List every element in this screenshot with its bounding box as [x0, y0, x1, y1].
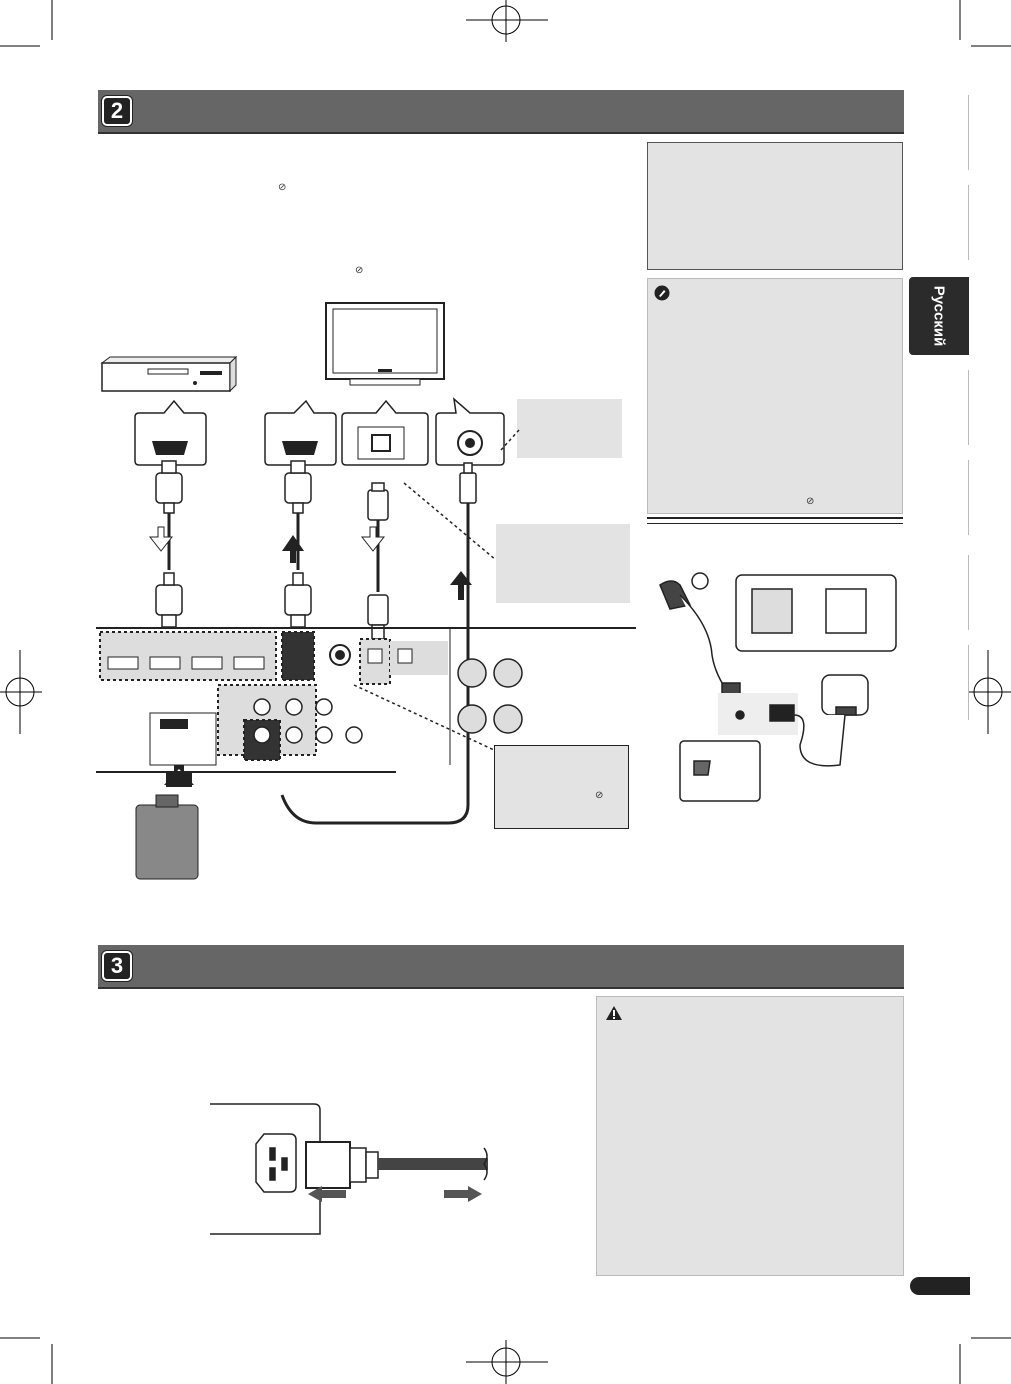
- ref-circle-icon: ⊘: [595, 790, 604, 801]
- step-number: 3: [102, 951, 132, 981]
- callout-box-optical: [496, 524, 630, 603]
- connection-diagram: [96, 302, 636, 880]
- tv-illustration: [325, 302, 445, 386]
- edge-index-line: [968, 95, 969, 170]
- note-box: ⊘: [647, 278, 903, 514]
- antenna-diagram: [659, 572, 897, 802]
- ref-circle-icon: ⊘: [355, 265, 364, 276]
- step-number: 2: [102, 96, 132, 126]
- warning-box: [596, 996, 904, 1276]
- language-tab: Русский: [909, 277, 969, 355]
- section-2-header: 2: [98, 90, 904, 134]
- pencil-note-icon: [654, 285, 670, 301]
- language-tab-label: Русский: [930, 285, 948, 347]
- bluray-player-illustration: [100, 355, 238, 393]
- edge-index-line: [968, 185, 969, 260]
- section-3-header: 3: [98, 945, 904, 989]
- ref-circle-icon: ⊘: [278, 182, 287, 193]
- ref-circle-icon: ⊘: [806, 496, 815, 507]
- warning-triangle-icon: [606, 1006, 622, 1020]
- edge-index-line: [968, 460, 969, 535]
- edge-index-line: [968, 555, 969, 630]
- page-number-tab: [910, 1277, 970, 1295]
- callout-box-audio: ⊘: [494, 745, 629, 829]
- power-cord-diagram: [210, 1103, 488, 1235]
- edge-index-line: [968, 370, 969, 445]
- divider: [647, 517, 903, 524]
- callout-box-coax: [517, 399, 622, 458]
- info-box-top: [647, 142, 903, 270]
- edge-index-line: [968, 645, 969, 720]
